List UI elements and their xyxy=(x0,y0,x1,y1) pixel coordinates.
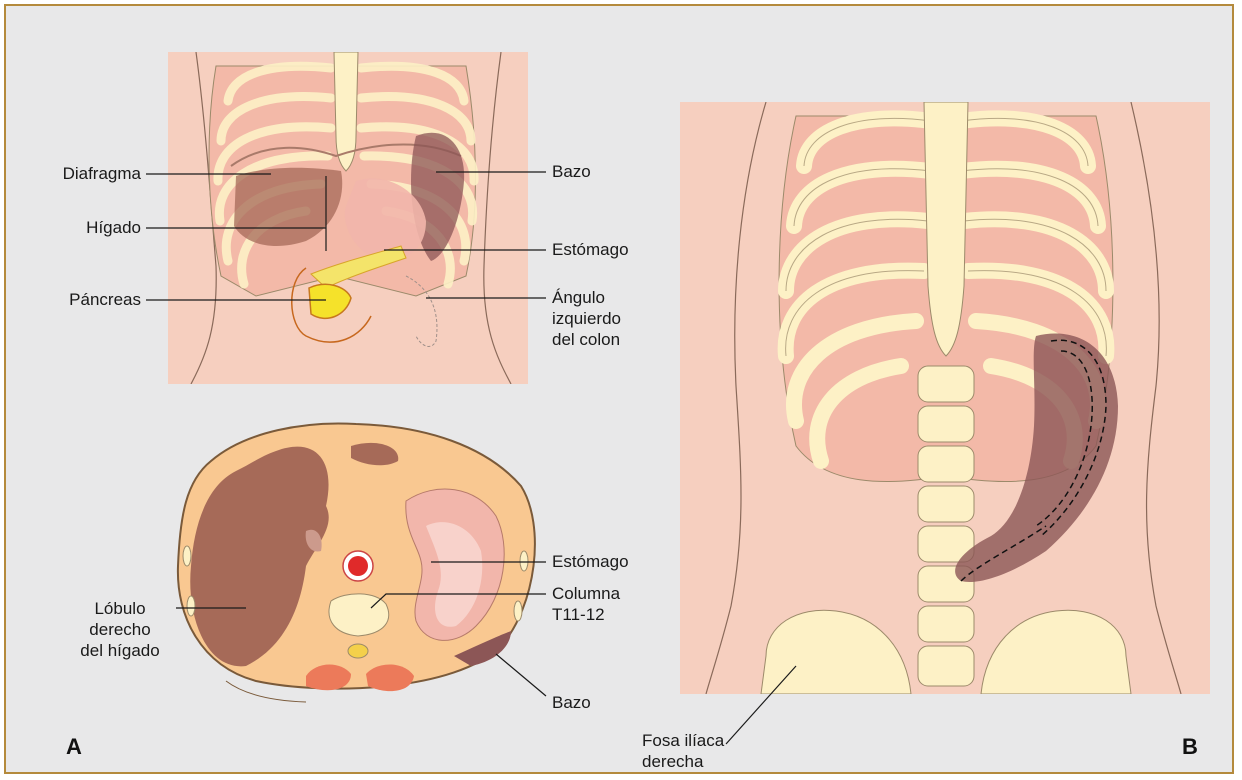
label-fosa-line2: derecha xyxy=(642,751,703,772)
panel-b-torso xyxy=(680,102,1210,694)
label-bazo-section: Bazo xyxy=(552,692,591,713)
label-pancreas: Páncreas xyxy=(36,289,141,310)
panel-label-b: B xyxy=(1182,734,1198,760)
label-estomago-section: Estómago xyxy=(552,551,629,572)
label-columna-line2: T11-12 xyxy=(552,604,605,625)
anatomy-illustration xyxy=(6,6,1236,776)
label-estomago-front: Estómago xyxy=(552,239,629,260)
label-columna-line1: Columna xyxy=(552,583,620,604)
panel-label-a: A xyxy=(66,734,82,760)
label-lobulo-line3: del hígado xyxy=(66,640,174,661)
front-view-torso xyxy=(168,52,528,384)
label-angulo-line2: izquierdo xyxy=(552,308,621,329)
label-angulo-line1: Ángulo xyxy=(552,287,605,308)
figure-frame: Diafragma Hígado Páncreas Bazo Estómago … xyxy=(4,4,1234,774)
cross-section xyxy=(178,423,535,702)
label-angulo-line3: del colon xyxy=(552,329,620,350)
label-fosa-line1: Fosa ilíaca xyxy=(642,730,724,751)
label-diafragma: Diafragma xyxy=(36,163,141,184)
label-bazo-front: Bazo xyxy=(552,161,591,182)
label-higado: Hígado xyxy=(36,217,141,238)
label-lobulo-line2: derecho xyxy=(66,619,174,640)
label-lobulo-line1: Lóbulo xyxy=(66,598,174,619)
